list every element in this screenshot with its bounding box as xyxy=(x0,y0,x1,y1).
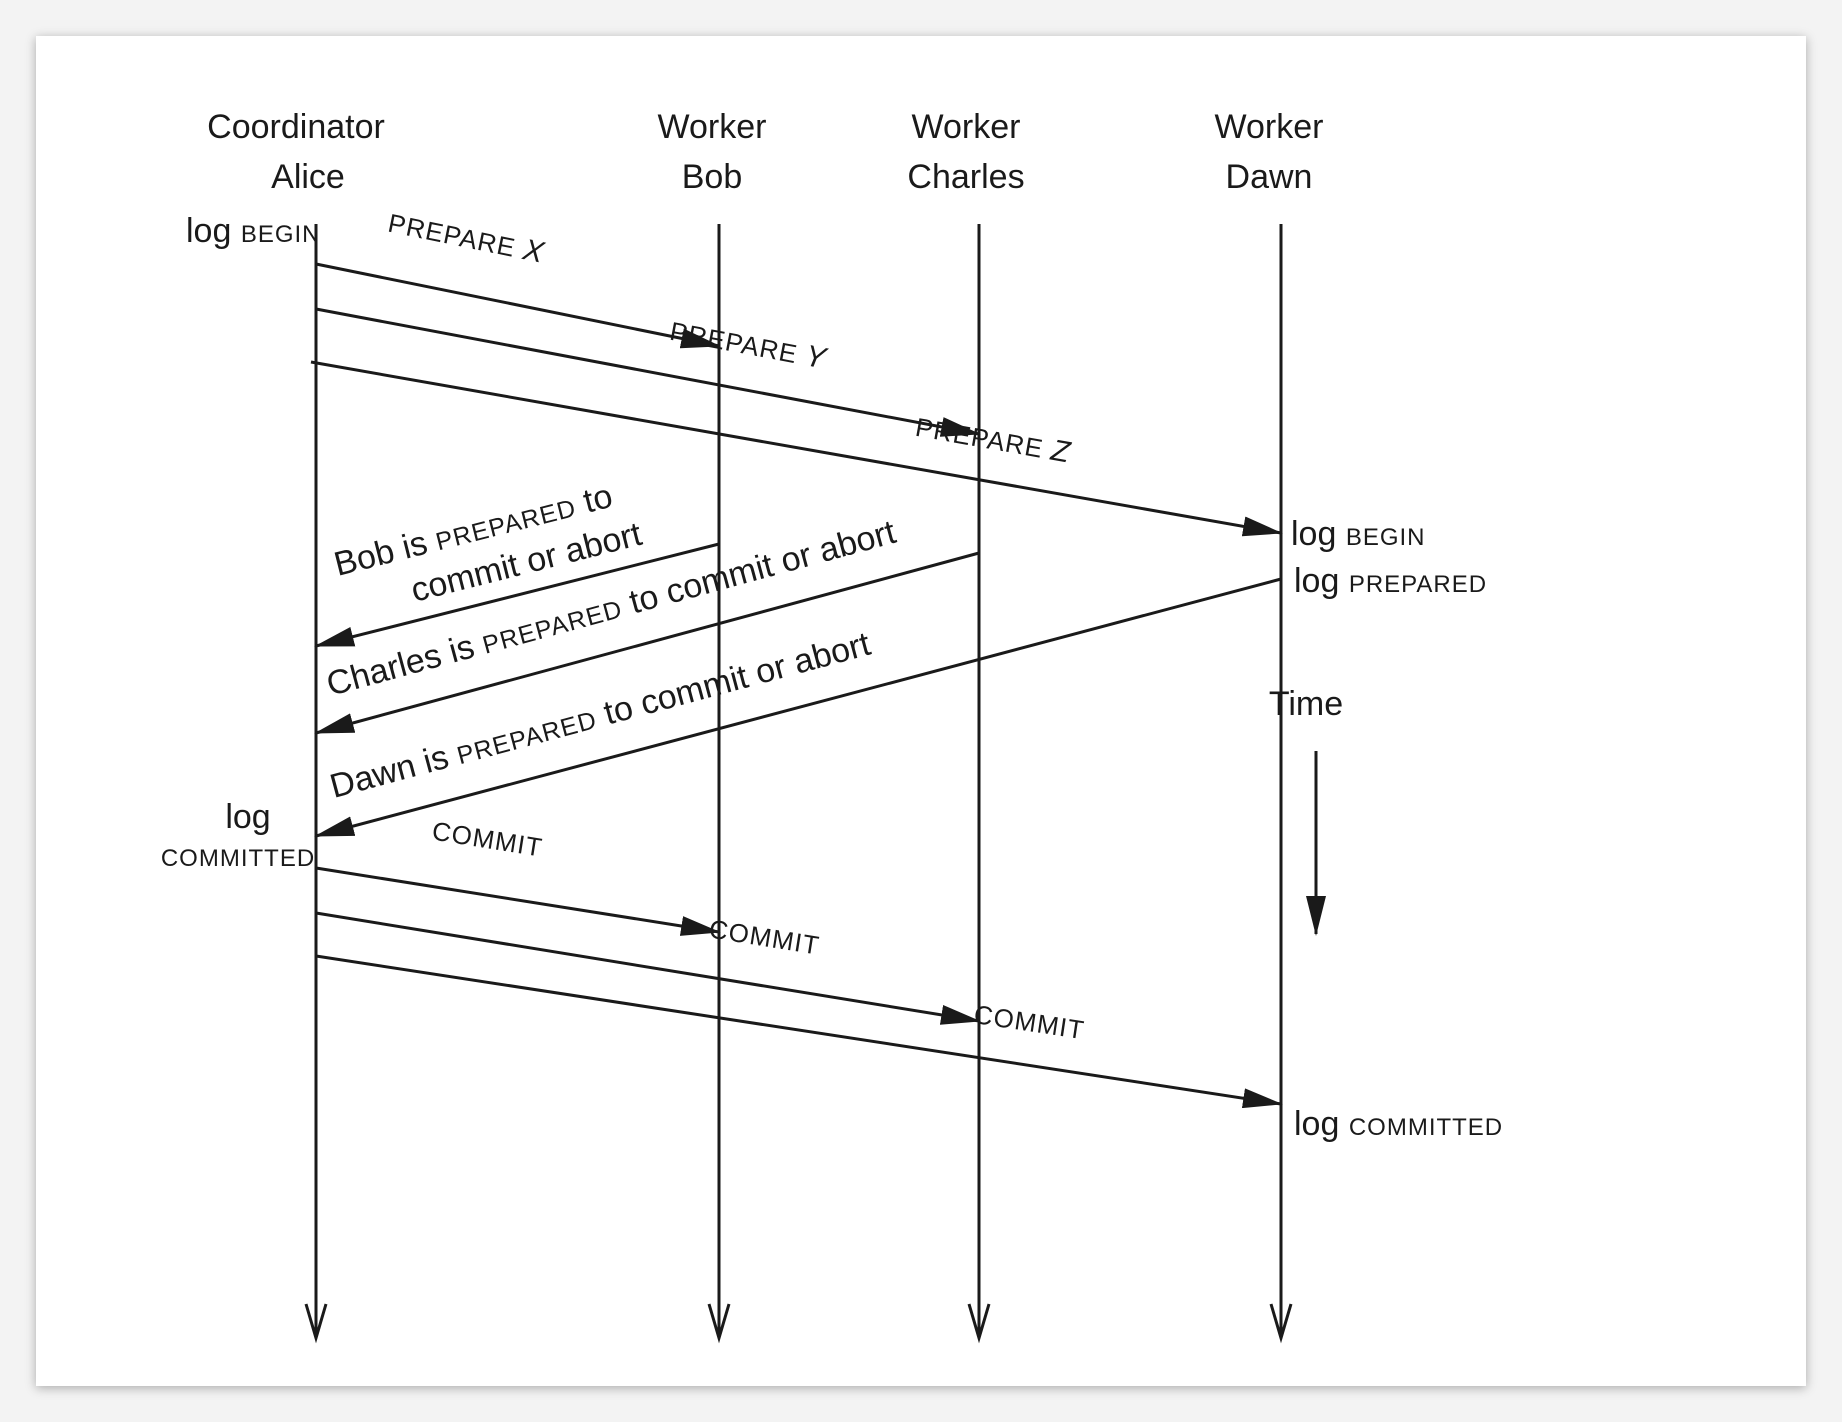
sequence-diagram: Coordinator Alice Worker Bob Worker Char… xyxy=(161,108,1503,1344)
alice-log-word: log xyxy=(225,798,270,836)
prepare-z-label: PREPARE Z xyxy=(913,410,1074,470)
participant-bob: Worker Bob xyxy=(658,108,767,196)
time-label: Time xyxy=(1269,685,1343,723)
commit-bob-label: COMMIT xyxy=(430,816,545,863)
alice-log-begin: log BEGIN xyxy=(186,212,321,250)
commit-bob-message: COMMIT xyxy=(315,816,721,936)
commit-charles-label: COMMIT xyxy=(707,914,822,961)
commit-charles-arrow xyxy=(315,911,981,1025)
participant-name: Alice xyxy=(271,158,345,196)
charles-reply-arrow xyxy=(314,551,980,735)
diagram-page: Coordinator Alice Worker Bob Worker Char… xyxy=(36,36,1806,1386)
participant-role: Coordinator xyxy=(207,108,385,146)
participant-role: Worker xyxy=(1215,108,1324,146)
commit-bob-arrow xyxy=(315,866,721,936)
dawn-log-begin: log BEGIN xyxy=(1291,515,1426,553)
prepare-x-message: PREPARE X xyxy=(315,206,721,349)
commit-charles-message: COMMIT xyxy=(315,911,981,1025)
participant-dawn: Worker Dawn xyxy=(1215,108,1324,196)
lifelines xyxy=(304,224,1293,1344)
participant-alice: Coordinator Alice xyxy=(207,108,385,196)
commit-dawn-message: COMMIT xyxy=(315,954,1283,1109)
lifeline-end-arrow xyxy=(304,1303,328,1344)
lifeline-end-arrow xyxy=(1269,1303,1293,1344)
prepare-z-message: PREPARE Z xyxy=(310,360,1283,537)
participant-charles: Worker Charles xyxy=(907,108,1024,196)
dawn-prepared-reply: Dawn is PREPARED to commit or abort xyxy=(314,577,1282,838)
dawn-log-prepared: log PREPARED xyxy=(1294,562,1487,600)
commit-dawn-arrow xyxy=(315,954,1283,1109)
alice-log-committed: log COMMITTED xyxy=(161,798,315,872)
participant-name: Bob xyxy=(682,158,743,196)
dawn-log-committed: log COMMITTED xyxy=(1294,1105,1503,1143)
time-indicator: Time xyxy=(1269,685,1343,936)
alice-log-tag: COMMITTED xyxy=(161,845,315,872)
bob-prepared-reply: Bob is PREPARED to commit or abort xyxy=(314,477,720,648)
prepare-y-label: PREPARE Y xyxy=(667,314,830,376)
lifeline-end-arrow xyxy=(707,1303,731,1344)
participant-name: Dawn xyxy=(1226,158,1313,196)
bob-reply-arrow xyxy=(314,542,720,648)
prepare-z-arrow xyxy=(310,360,1283,537)
participant-role: Worker xyxy=(912,108,1021,146)
participant-name: Charles xyxy=(907,158,1024,196)
participant-role: Worker xyxy=(658,108,767,146)
prepare-x-label: PREPARE X xyxy=(385,206,547,270)
prepare-y-message: PREPARE Y xyxy=(315,307,981,437)
prepare-y-arrow xyxy=(315,307,981,437)
dawn-reply-arrow xyxy=(314,577,1282,838)
commit-dawn-label: COMMIT xyxy=(972,999,1087,1045)
lifeline-end-arrow xyxy=(967,1303,991,1344)
prepare-x-arrow xyxy=(315,262,721,349)
